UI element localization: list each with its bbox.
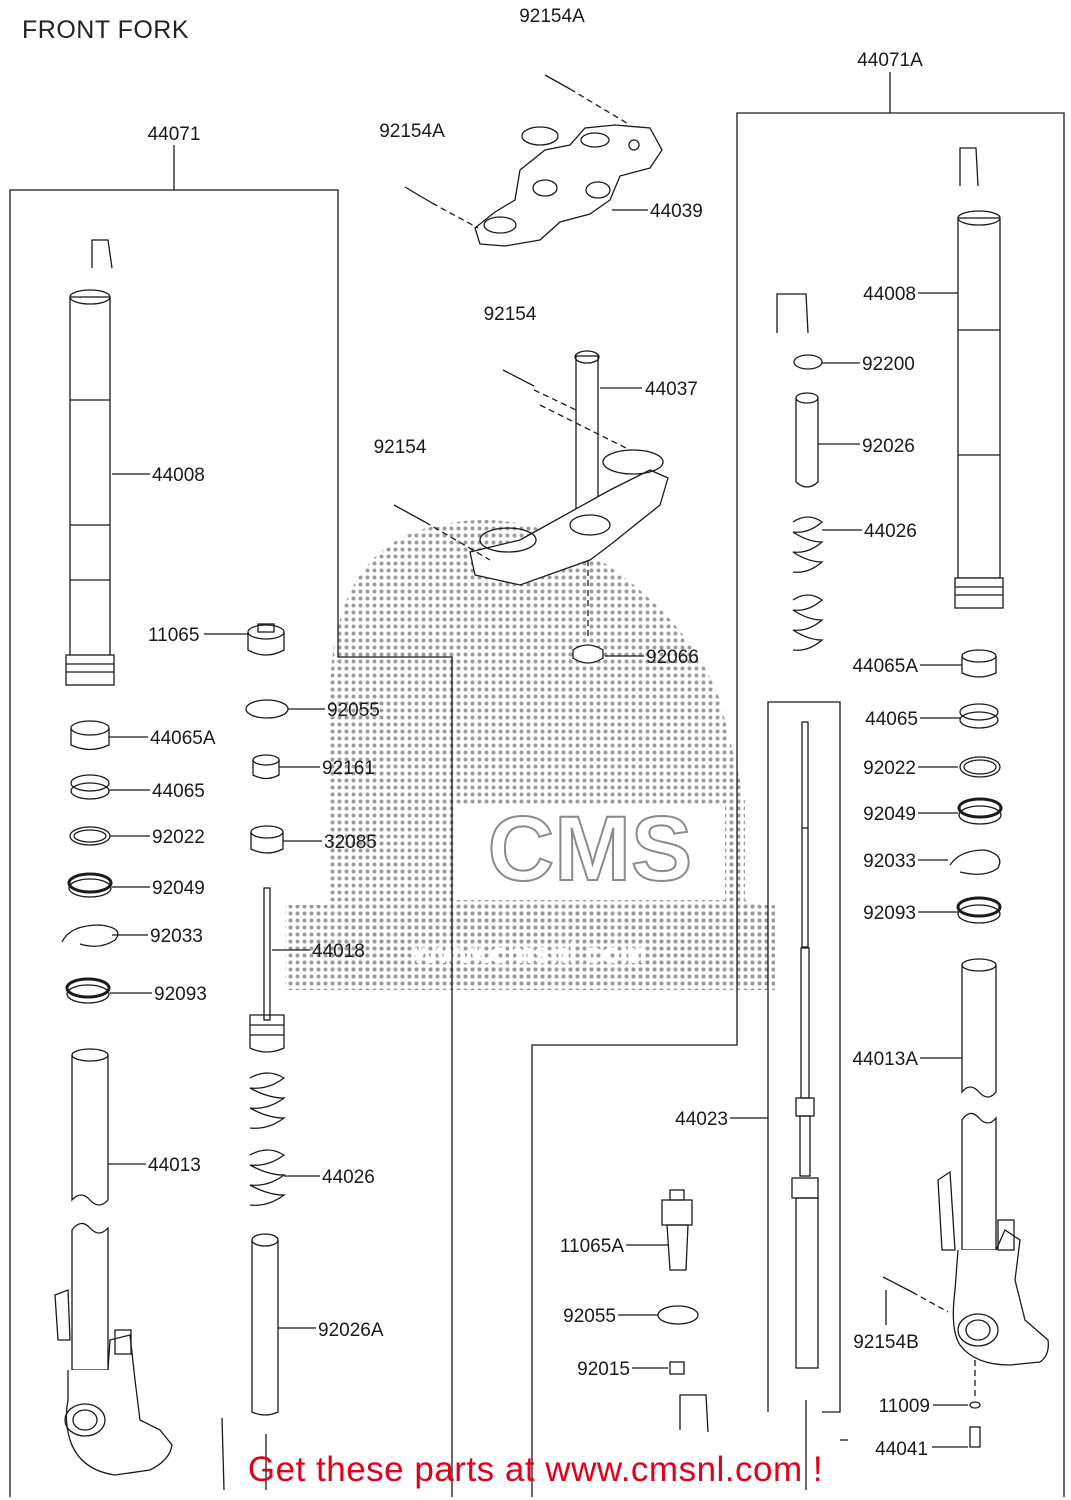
bolt-92154A-top: [544, 74, 631, 126]
label-11065A: 11065A: [560, 1236, 624, 1257]
label-92022-right: 92022: [863, 758, 916, 779]
spring-44026-right: [792, 516, 862, 651]
left-outer-tube: [65, 239, 150, 686]
label-92066: 92066: [646, 647, 699, 668]
right-inner-tube: [920, 958, 1049, 1366]
label-44023: 44023: [675, 1109, 728, 1130]
label-92200: 92200: [862, 354, 915, 375]
stem-nut: [572, 560, 644, 664]
spacer-92026: [795, 392, 860, 488]
right-assembly-box: [531, 72, 1065, 1497]
collar-32085: [250, 825, 322, 854]
damper-cartridge: [791, 721, 848, 1490]
label-92154B: 92154B: [853, 1332, 919, 1353]
left-bushing-44065A: [70, 720, 148, 751]
watermark-logo: CMS: [488, 798, 692, 900]
washer-11009: [933, 1401, 981, 1409]
upper-triple-clamp: [474, 124, 663, 247]
right-outer-tube: [918, 147, 1004, 609]
damper-cartridge-box: [730, 701, 841, 1413]
left-washer-92022: [69, 826, 150, 846]
label-44008-right: 44008: [863, 284, 916, 305]
right-oil-seal-92049: [918, 797, 1003, 825]
oring-92055-center: [245, 699, 325, 719]
label-11065: 11065: [148, 625, 199, 646]
label-92026A: 92026A: [318, 1320, 384, 1341]
right-circlip-92033: [918, 849, 1001, 875]
label-92161: 92161: [322, 758, 375, 779]
label-92093-left: 92093: [154, 984, 207, 1005]
label-44008-left: 44008: [152, 465, 205, 486]
label-44026-right: 44026: [864, 521, 917, 542]
label-44039: 44039: [650, 201, 703, 222]
label-92049-right: 92049: [863, 804, 916, 825]
label-92154-a: 92154: [484, 304, 537, 325]
right-washer-92022: [918, 756, 1001, 778]
nut-92161: [252, 754, 320, 780]
label-92154-b: 92154: [374, 437, 427, 458]
bolt-92154A-left: [404, 186, 479, 229]
label-92015: 92015: [577, 1359, 630, 1380]
left-inner-tube: [54, 1048, 173, 1476]
label-44065A-left: 44065A: [150, 728, 216, 749]
label-92055-right: 92055: [563, 1306, 616, 1327]
cap-bolt-11065: [204, 623, 285, 656]
bracket-lines-right: [776, 293, 809, 334]
spacer-92026A: [221, 1233, 316, 1491]
label-92154A-left: 92154A: [379, 121, 445, 142]
bolt-92154-a: [502, 369, 535, 387]
label-92154A-top: 92154A: [519, 6, 585, 27]
watermark-url: www.cmsnl.com: [412, 937, 647, 970]
label-44013: 44013: [148, 1155, 201, 1176]
piston-rod-44018: [249, 887, 310, 1053]
footer-banner[interactable]: Get these parts at www.cmsnl.com !: [247, 1450, 824, 1489]
label-44018: 44018: [312, 941, 365, 962]
label-44026-center: 44026: [322, 1167, 375, 1188]
label-44065A-right: 44065A: [852, 656, 918, 677]
label-44071: 44071: [148, 124, 201, 145]
cms-watermark: CMS www.cmsnl.com: [285, 520, 775, 990]
spring-44026-center: [249, 1072, 320, 1206]
left-bushing-44065: [70, 774, 150, 800]
right-bushing-44065: [920, 703, 999, 729]
label-44013A: 44013A: [852, 1049, 918, 1070]
label-44037: 44037: [645, 379, 698, 400]
page-title: FRONT FORK: [22, 16, 190, 44]
left-dust-seal-92093: [65, 977, 152, 1004]
adjuster-11065A: [626, 1189, 693, 1271]
label-44065-right: 44065: [865, 709, 918, 730]
left-circlip-92033: [61, 924, 148, 947]
left-assembly-box: [9, 145, 453, 1497]
label-92033-left: 92033: [150, 926, 203, 947]
label-32085: 32085: [324, 832, 377, 853]
bolt-44041: [932, 1360, 981, 1448]
callout-labels: 44071 44071A 92154A 92154A 44039 92154 4…: [148, 6, 930, 1460]
steering-stem: [469, 350, 669, 586]
right-dust-seal-92093: [918, 896, 1002, 924]
right-bushing-44065A: [920, 649, 997, 678]
label-92022-left: 92022: [152, 827, 205, 848]
left-oil-seal-92049: [67, 872, 150, 898]
label-92093-right: 92093: [863, 903, 916, 924]
bolt-92154-b: [393, 504, 491, 561]
label-44071A: 44071A: [857, 50, 923, 71]
label-92055-center: 92055: [327, 700, 380, 721]
label-44041: 44041: [875, 1439, 928, 1460]
washer-92200: [793, 354, 860, 370]
label-92049-left: 92049: [152, 878, 205, 899]
label-92033-right: 92033: [863, 851, 916, 872]
label-44065-left: 44065: [152, 781, 205, 802]
bracket-lines-bottom: [679, 1394, 709, 1433]
bolt-92154B: [882, 1276, 949, 1325]
label-92026: 92026: [862, 436, 915, 457]
nut-92015: [632, 1361, 685, 1375]
label-11009: 11009: [879, 1396, 930, 1417]
oring-92055-right: [618, 1305, 699, 1325]
